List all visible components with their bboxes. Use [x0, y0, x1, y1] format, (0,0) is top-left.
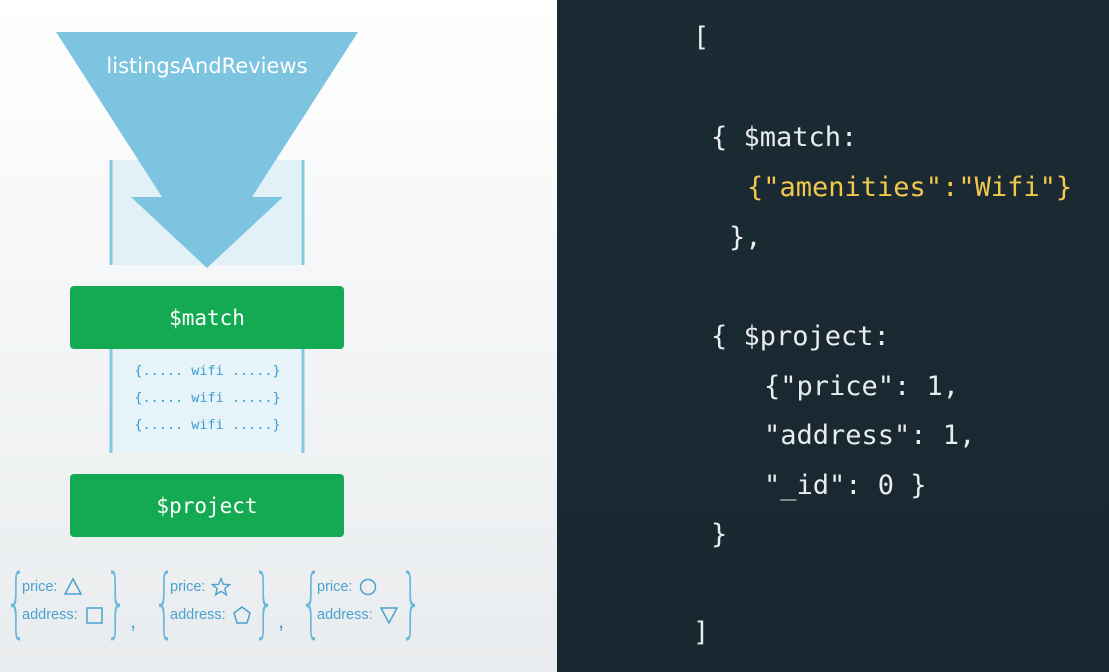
- matched-doc: {..... wifi .....}: [134, 417, 281, 433]
- code-project-close: }: [711, 519, 728, 550]
- circle-icon: [358, 577, 378, 597]
- triangle-down-icon: [379, 605, 399, 625]
- doc-separator: ,: [130, 608, 137, 633]
- output-doc: { price: address: }: [150, 557, 280, 646]
- right-brace: }: [399, 557, 422, 646]
- code-match-open: { $match:: [711, 122, 858, 153]
- code-project-line: {"price": 1,: [764, 371, 960, 402]
- square-icon: [84, 605, 104, 625]
- doc-separator: ,: [278, 608, 285, 633]
- left-brace: {: [5, 557, 28, 646]
- pipeline-diagram-panel: listingsAndReviews $match {..... wifi ..…: [0, 0, 557, 672]
- output-doc: { price: address: }: [297, 557, 427, 646]
- code-project-open: { $project:: [711, 321, 890, 352]
- right-brace: }: [252, 557, 275, 646]
- funnel-arrow-icon: [56, 32, 358, 268]
- price-label: price:: [317, 579, 353, 595]
- aggregation-code: [ { $match: {"amenities":"Wifi"} }, { $p…: [557, 0, 1109, 672]
- matched-doc: {..... wifi .....}: [134, 390, 281, 406]
- code-close-bracket: ]: [693, 617, 710, 648]
- matched-doc: {..... wifi .....}: [134, 363, 281, 379]
- code-panel: [ { $match: {"amenities":"Wifi"} }, { $p…: [557, 0, 1109, 672]
- code-match-close: },: [729, 222, 762, 253]
- address-label: address:: [22, 607, 78, 623]
- code-match-filter: {"amenities":"Wifi"}: [747, 172, 1073, 203]
- right-brace: }: [104, 557, 127, 646]
- price-label: price:: [170, 579, 206, 595]
- code-open-bracket: [: [693, 22, 710, 53]
- code-project-line: "address": 1,: [764, 420, 976, 451]
- address-label: address:: [317, 607, 373, 623]
- pipeline-diagram-graphics: [56, 32, 358, 453]
- left-brace: {: [300, 557, 323, 646]
- pipe-segment-lower: [110, 349, 304, 453]
- code-project-line: "_id": 0 }: [764, 470, 927, 501]
- output-doc: { price: address: }: [2, 557, 132, 646]
- pentagon-icon: [232, 605, 252, 625]
- star-icon: [211, 576, 232, 597]
- collection-label: listingsAndReviews: [106, 54, 308, 78]
- left-brace: {: [153, 557, 176, 646]
- price-label: price:: [22, 579, 58, 595]
- address-label: address:: [170, 607, 226, 623]
- triangle-up-icon: [63, 577, 83, 597]
- match-stage-box: $match: [70, 286, 344, 349]
- project-stage-box: $project: [70, 474, 344, 537]
